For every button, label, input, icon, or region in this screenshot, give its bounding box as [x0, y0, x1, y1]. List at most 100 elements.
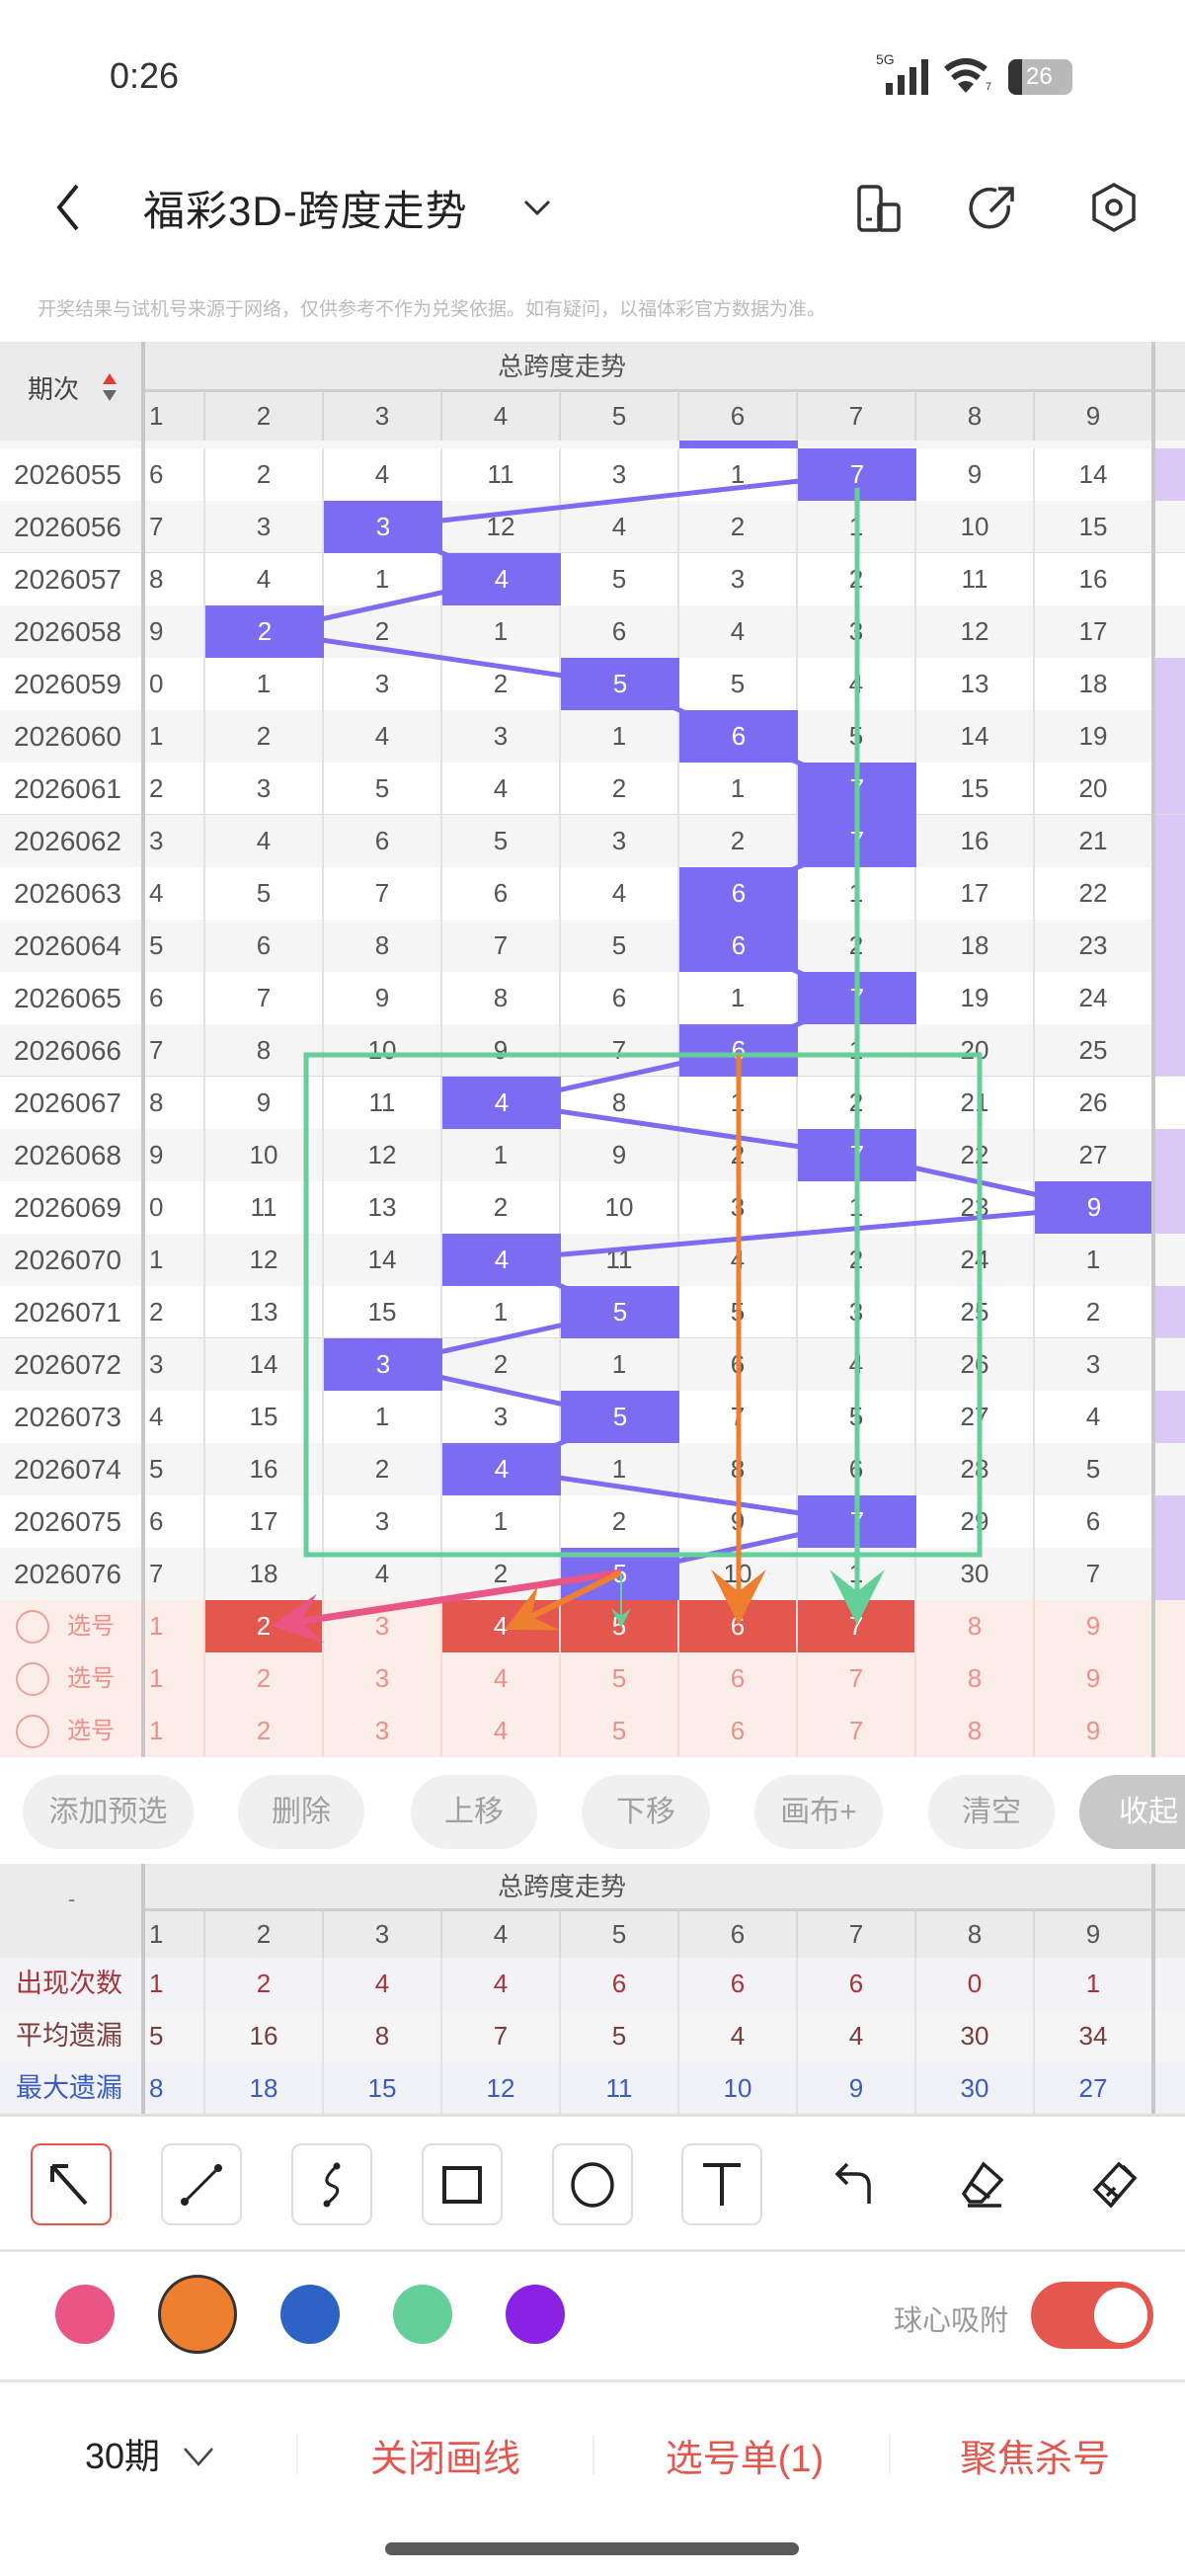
omission-cell[interactable]: 2 [205, 710, 324, 763]
omission-cell[interactable]: 2 [561, 763, 679, 815]
number-option[interactable]: 5 [561, 1705, 679, 1757]
omission-cell[interactable]: 3 [798, 1286, 916, 1338]
omission-cell[interactable]: 8 [679, 1443, 798, 1495]
share-button[interactable] [969, 184, 1018, 233]
omission-cell[interactable]: 1 [143, 1234, 205, 1286]
omission-cell[interactable]: 1 [442, 1495, 561, 1548]
omission-cell[interactable]: 23 [916, 1181, 1035, 1234]
omission-cell[interactable]: 17 [205, 1495, 324, 1548]
omission-cell[interactable]: 3 [442, 1391, 561, 1443]
omission-cell[interactable]: 5 [442, 815, 561, 867]
omission-cell[interactable]: 3 [143, 1338, 205, 1391]
action-button[interactable]: 删除 [238, 1775, 364, 1849]
omission-cell[interactable]: 1 [205, 658, 324, 710]
omission-cell[interactable]: 6 [143, 1495, 205, 1548]
omission-cell[interactable]: 5 [798, 1391, 916, 1443]
select-radio[interactable] [16, 1715, 49, 1748]
omission-cell[interactable]: 14 [916, 710, 1035, 763]
number-option[interactable]: 2 [205, 1705, 324, 1757]
omission-cell[interactable]: 11 [442, 448, 561, 501]
number-selected[interactable]: 7 [798, 1600, 916, 1652]
omission-cell[interactable]: 3 [205, 501, 324, 553]
omission-cell[interactable]: 16 [916, 815, 1035, 867]
omission-cell[interactable]: 6 [798, 1443, 916, 1495]
omission-cell[interactable]: 3 [442, 710, 561, 763]
omission-cell[interactable]: 7 [561, 1024, 679, 1077]
omission-cell[interactable]: 9 [679, 1495, 798, 1548]
omission-cell[interactable]: 1 [798, 1024, 916, 1077]
omission-cell[interactable]: 8 [324, 920, 442, 972]
undo-button[interactable] [814, 2143, 895, 2225]
text-tool-button[interactable] [681, 2143, 762, 2225]
hit-cell[interactable]: 3 [324, 1338, 442, 1391]
color-swatch[interactable] [506, 2285, 565, 2344]
omission-cell[interactable]: 26 [916, 1338, 1035, 1391]
action-button[interactable]: 添加预选 [23, 1775, 194, 1849]
omission-cell[interactable]: 1 [679, 448, 798, 501]
omission-cell[interactable]: 1 [442, 605, 561, 658]
omission-cell[interactable]: 4 [324, 1548, 442, 1600]
sort-icon[interactable] [102, 371, 118, 403]
omission-cell[interactable]: 15 [205, 1391, 324, 1443]
omission-cell[interactable]: 1 [561, 1338, 679, 1391]
hit-cell[interactable]: 4 [442, 1234, 561, 1286]
hit-cell[interactable]: 5 [561, 1286, 679, 1338]
hit-cell[interactable]: 6 [679, 920, 798, 972]
omission-cell[interactable]: 9 [916, 448, 1035, 501]
omission-cell[interactable]: 4 [561, 867, 679, 920]
hit-cell[interactable]: 6 [679, 867, 798, 920]
omission-cell[interactable]: 25 [1035, 1024, 1153, 1077]
omission-cell[interactable]: 1 [324, 553, 442, 605]
number-option[interactable]: 7 [798, 1652, 916, 1705]
number-option[interactable]: 1 [143, 1600, 205, 1652]
omission-cell[interactable]: 1 [324, 1391, 442, 1443]
select-radio[interactable] [16, 1610, 49, 1644]
omission-cell[interactable]: 17 [1035, 605, 1153, 658]
omission-cell[interactable]: 3 [324, 1495, 442, 1548]
omission-cell[interactable]: 13 [916, 658, 1035, 710]
home-indicator[interactable] [385, 2542, 799, 2555]
omission-cell[interactable]: 6 [205, 920, 324, 972]
omission-cell[interactable]: 4 [143, 867, 205, 920]
omission-cell[interactable]: 7 [1035, 1548, 1153, 1600]
color-swatch[interactable] [158, 2275, 237, 2354]
number-option[interactable]: 3 [324, 1600, 442, 1652]
omission-cell[interactable]: 1 [442, 1129, 561, 1181]
omission-cell[interactable]: 2 [798, 1234, 916, 1286]
omission-cell[interactable]: 2 [324, 1443, 442, 1495]
omission-cell[interactable]: 2 [442, 658, 561, 710]
omission-cell[interactable]: 28 [916, 1443, 1035, 1495]
omission-cell[interactable]: 0 [143, 658, 205, 710]
omission-cell[interactable]: 16 [205, 1443, 324, 1495]
number-option[interactable]: 9 [1035, 1652, 1153, 1705]
omission-cell[interactable]: 5 [679, 1286, 798, 1338]
hit-cell[interactable]: 4 [442, 553, 561, 605]
omission-cell[interactable]: 24 [1035, 972, 1153, 1024]
action-button[interactable]: 清空 [928, 1775, 1055, 1849]
line-tool-button[interactable] [161, 2143, 242, 2225]
number-option[interactable]: 1 [143, 1652, 205, 1705]
omission-cell[interactable]: 6 [561, 972, 679, 1024]
omission-cell[interactable]: 14 [205, 1338, 324, 1391]
omission-cell[interactable]: 2 [205, 448, 324, 501]
omission-cell[interactable]: 3 [1035, 1338, 1153, 1391]
focus-kill-button[interactable]: 聚焦杀号 [959, 2439, 1110, 2480]
hit-cell[interactable]: 7 [798, 972, 916, 1024]
number-option[interactable]: 9 [1035, 1705, 1153, 1757]
omission-cell[interactable]: 7 [143, 501, 205, 553]
omission-cell[interactable]: 2 [442, 1181, 561, 1234]
omission-cell[interactable]: 14 [324, 1234, 442, 1286]
omission-cell[interactable]: 1 [561, 1443, 679, 1495]
number-option[interactable]: 5 [561, 1652, 679, 1705]
omission-cell[interactable]: 4 [798, 658, 916, 710]
omission-cell[interactable]: 9 [561, 1129, 679, 1181]
omission-cell[interactable]: 15 [916, 763, 1035, 815]
omission-cell[interactable]: 1 [442, 1286, 561, 1338]
device-button[interactable] [855, 184, 905, 233]
omission-cell[interactable]: 5 [1035, 1443, 1153, 1495]
action-button[interactable]: 下移 [582, 1775, 710, 1849]
hit-cell[interactable]: 5 [561, 1548, 679, 1600]
omission-cell[interactable]: 5 [798, 710, 916, 763]
number-option[interactable]: 7 [798, 1705, 916, 1757]
number-option[interactable]: 8 [916, 1652, 1035, 1705]
